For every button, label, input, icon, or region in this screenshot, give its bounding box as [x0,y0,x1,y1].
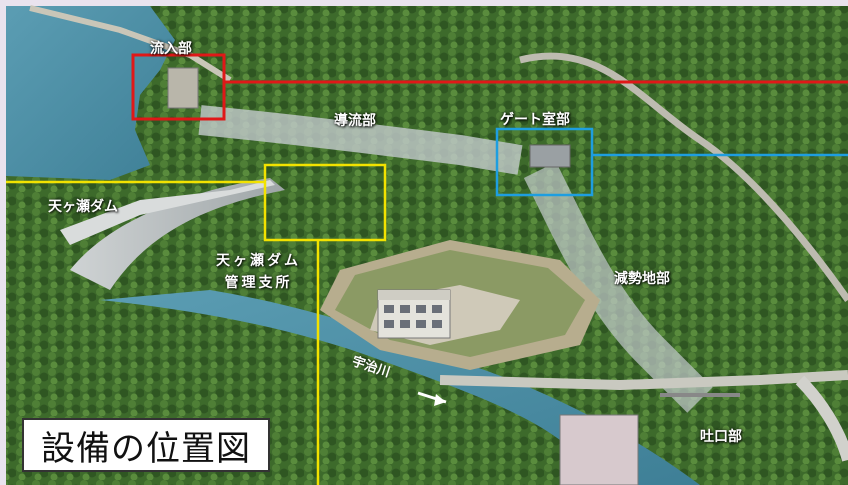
guide-channel [198,105,523,175]
label-dam-office: 天ヶ瀬ダム 管理支所 [216,250,301,294]
label-channel: 導流部 [334,113,376,129]
dam-wall [70,178,285,290]
inflow-tower [167,67,199,109]
label-dam-office-line1: 天ヶ瀬ダム [216,253,301,269]
map-title: 設備の位置図 [41,428,251,469]
label-gate-room: ゲート室部 [500,112,570,128]
label-outlet: 吐口部 [700,429,742,445]
gate-room-highlight-box [495,127,594,197]
label-dam: 天ヶ瀬ダム [48,199,118,215]
substation-building [377,289,451,339]
uji-river [100,290,700,485]
office-highlight-box [263,163,387,242]
label-inflow: 流入部 [150,41,192,57]
inflow-highlight-box [131,53,226,121]
gate-house [529,144,571,168]
label-dam-office-line2: 管理支所 [224,275,293,291]
reservoir-water [6,6,175,180]
lower-building [559,414,639,485]
label-basin: 減勢地部 [614,271,670,287]
map-title-box: 設備の位置図 [22,418,270,472]
